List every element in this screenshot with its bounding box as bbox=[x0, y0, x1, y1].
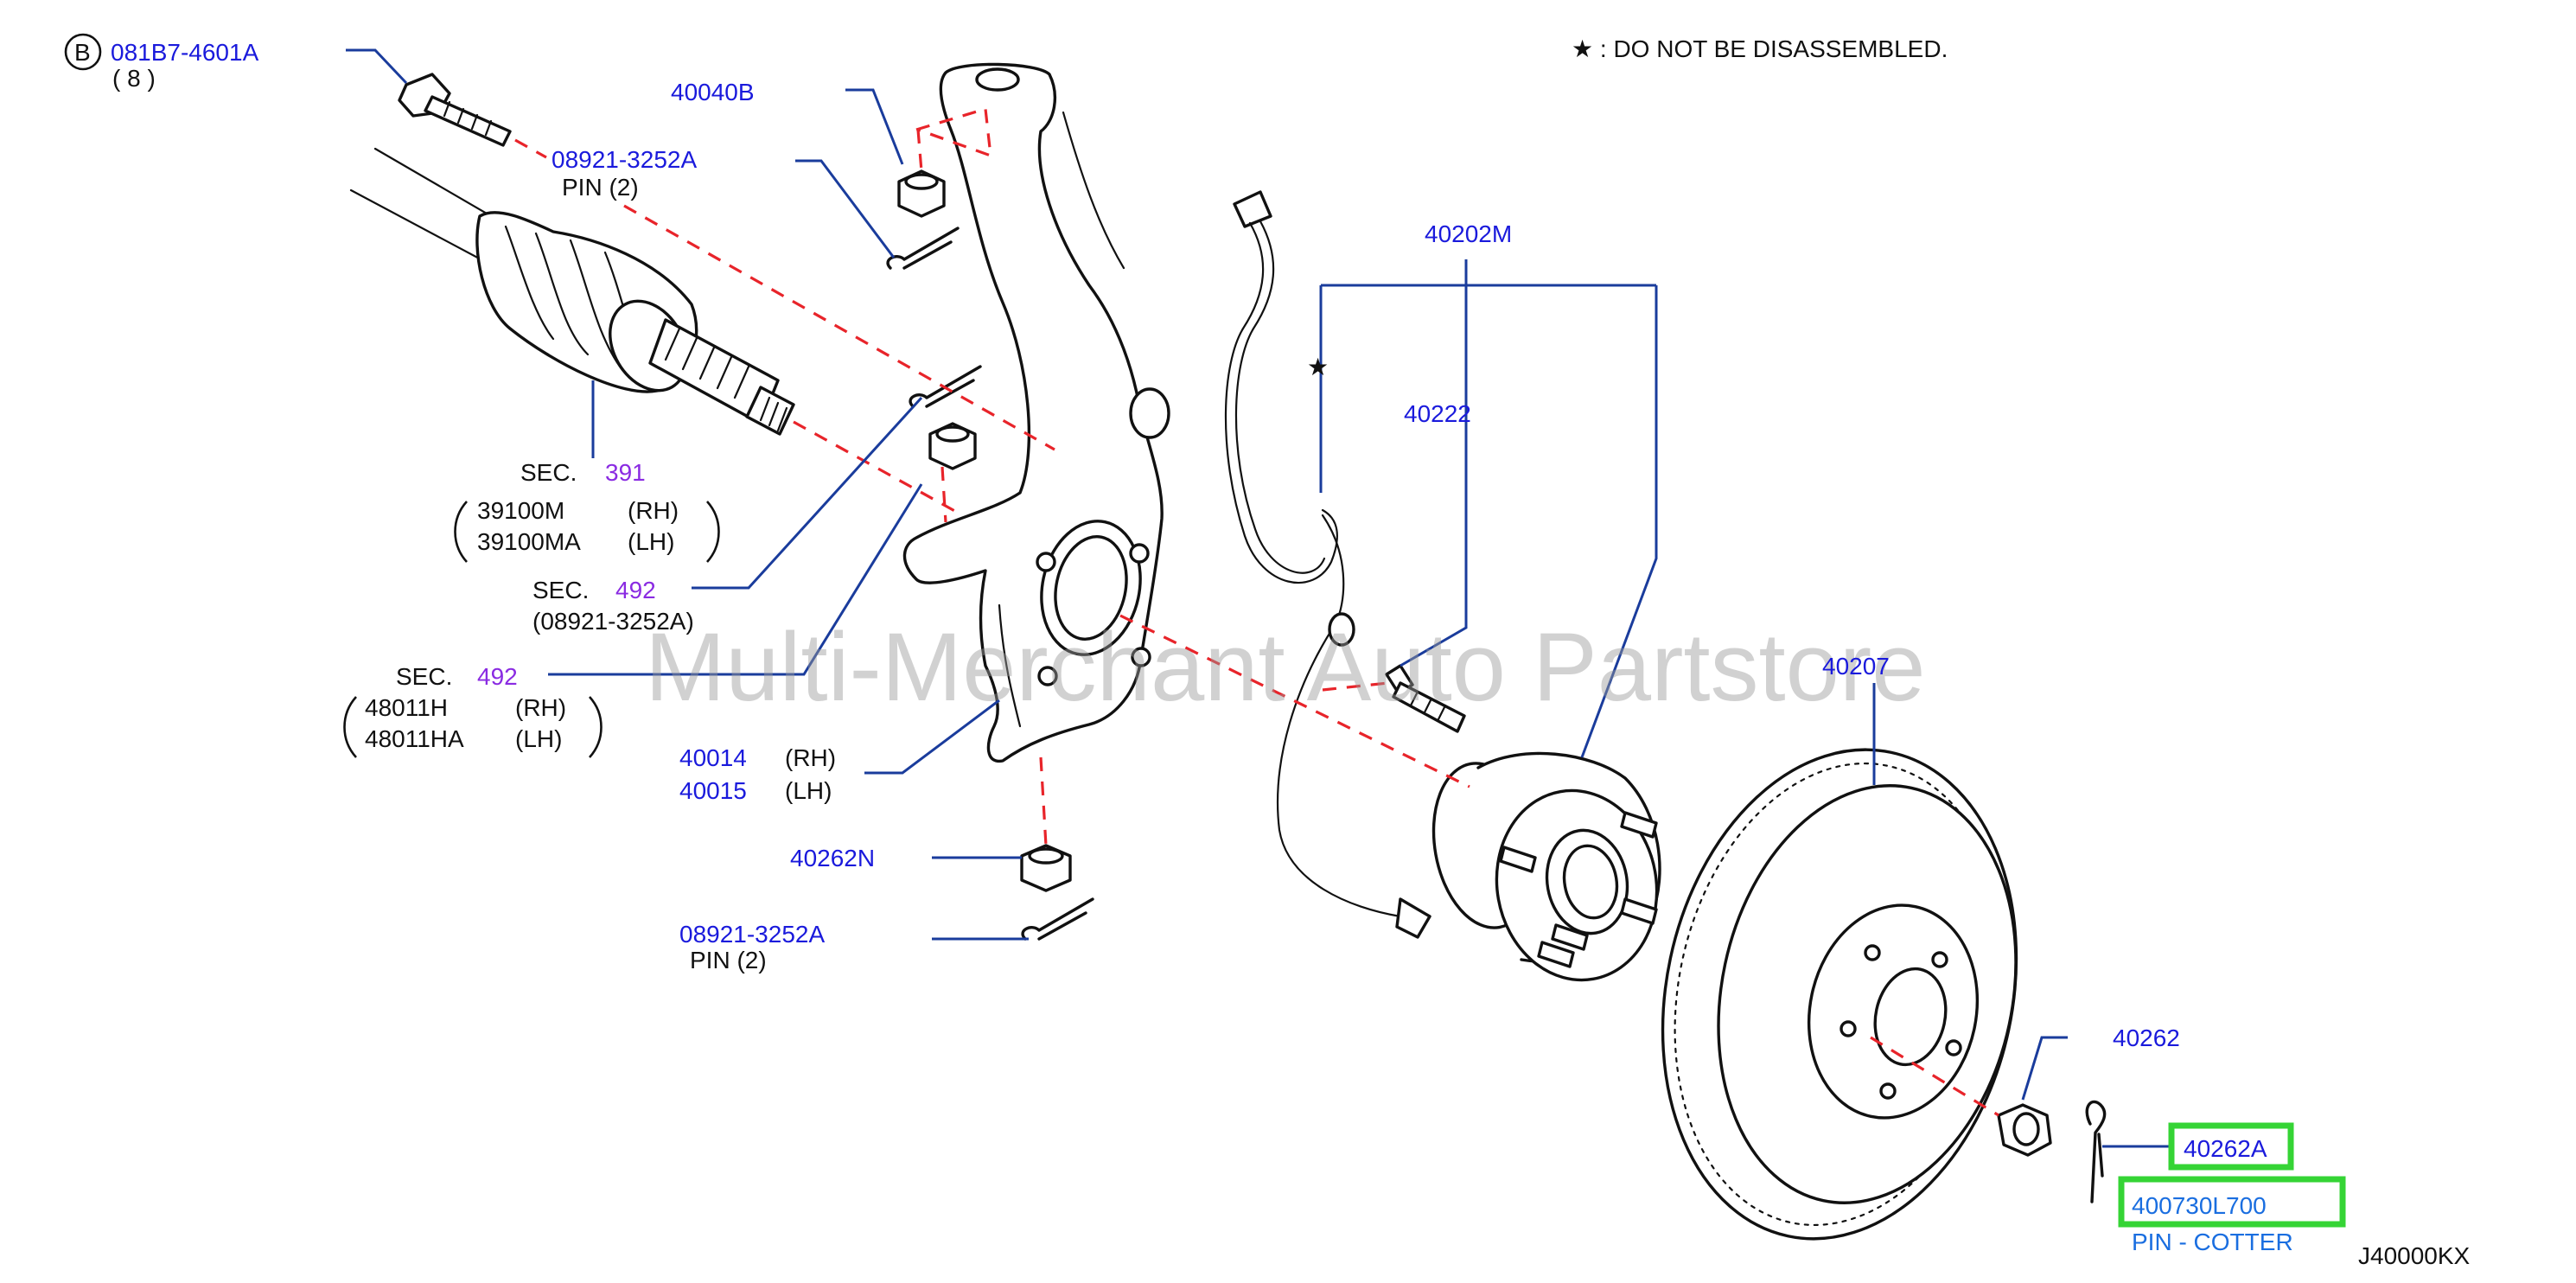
tie-rh-side: (RH) bbox=[515, 694, 566, 721]
leader-lines bbox=[346, 48, 2170, 1148]
assembly-centerlines bbox=[514, 106, 1999, 1117]
shaft-rh-part: 39100M bbox=[477, 497, 564, 524]
watermark: Multi-Merchant Auto Partstore bbox=[645, 613, 1925, 721]
tie-lh-part: 48011HA bbox=[365, 725, 464, 752]
brake-rotor-icon bbox=[1661, 748, 2018, 1241]
pin-bottom-part-number[interactable]: 08921-3252A bbox=[679, 921, 825, 948]
shaft-lh-part: 39100MA bbox=[477, 528, 581, 555]
hub-bolt-icon bbox=[1385, 664, 1466, 733]
callout-b-circle bbox=[64, 33, 102, 71]
part-40040b[interactable]: 40040B bbox=[671, 79, 755, 105]
part-40262[interactable]: 40262 bbox=[2113, 1024, 2180, 1051]
paren-right-tie bbox=[589, 696, 603, 758]
pin-bottom-desc: PIN (2) bbox=[690, 947, 767, 973]
steering-knuckle-icon bbox=[902, 62, 1170, 763]
abs-sensor-wire-icon bbox=[1224, 190, 1431, 939]
do-not-disassemble-star: ★ bbox=[1307, 354, 1329, 380]
paren-left-shaft bbox=[454, 501, 468, 563]
paren-left-tie bbox=[343, 696, 357, 758]
shaft-lh-side: (LH) bbox=[628, 528, 674, 555]
knuckle-rh-part[interactable]: 40014 bbox=[679, 744, 747, 771]
hub-cotter-pin-icon bbox=[2085, 1100, 2107, 1203]
knuckle-rh-side: (RH) bbox=[785, 744, 836, 771]
drive-shaft-icon bbox=[349, 147, 795, 436]
cotter-pin-bottom-icon bbox=[1021, 897, 1094, 941]
highlight-40262a bbox=[2168, 1122, 2294, 1171]
cotter-pin-description: PIN - COTTER bbox=[2132, 1229, 2293, 1255]
knuckle-lh-side: (LH) bbox=[785, 777, 832, 804]
sec391-label: SEC. bbox=[520, 459, 577, 486]
part-40202m[interactable]: 40202M bbox=[1425, 220, 1512, 247]
paren-right-shaft bbox=[706, 501, 720, 563]
bolt-quantity: ( 8 ) bbox=[112, 65, 156, 92]
sec492a-label: SEC. bbox=[532, 577, 589, 603]
castle-nut-mid-icon bbox=[928, 422, 977, 470]
sec492b-label: SEC. bbox=[396, 663, 452, 690]
part-40262n[interactable]: 40262N bbox=[790, 845, 875, 871]
highlight-cotter-pin bbox=[2118, 1176, 2346, 1228]
bolt-part-number[interactable]: 081B7-4601A bbox=[111, 39, 259, 66]
castle-nut-40040b-icon bbox=[897, 169, 946, 218]
sec391-number[interactable]: 391 bbox=[605, 459, 646, 486]
bolt-icon bbox=[398, 73, 512, 147]
hub-bearing-icon bbox=[1431, 751, 1661, 982]
tie-lh-side: (LH) bbox=[515, 725, 562, 752]
sec492a-number[interactable]: 492 bbox=[615, 577, 656, 603]
callout-b-letter: B bbox=[74, 39, 91, 66]
pin-top-part-number[interactable]: 08921-3252A bbox=[552, 146, 697, 173]
diagram-code: J40000KX bbox=[2358, 1242, 2471, 1269]
cotter-pin-top-icon bbox=[886, 227, 960, 270]
sec492a-sub: (08921-3252A) bbox=[532, 608, 694, 635]
tie-rh-part: 48011H bbox=[365, 694, 448, 721]
part-40262a[interactable]: 40262A bbox=[2184, 1135, 2267, 1162]
part-40222[interactable]: 40222 bbox=[1404, 400, 1471, 427]
part-40207[interactable]: 40207 bbox=[1822, 653, 1890, 680]
castle-nut-40262n-icon bbox=[1020, 844, 1072, 892]
cotter-pin-part-number[interactable]: 400730L700 bbox=[2132, 1192, 2267, 1219]
sec492b-number[interactable]: 492 bbox=[477, 663, 518, 690]
pin-top-desc: PIN (2) bbox=[562, 174, 639, 201]
disassembly-note: ★ : DO NOT BE DISASSEMBLED. bbox=[1572, 35, 1948, 62]
knuckle-lh-part[interactable]: 40015 bbox=[679, 777, 747, 804]
hub-nut-icon bbox=[1997, 1103, 2052, 1157]
shaft-rh-side: (RH) bbox=[628, 497, 679, 524]
